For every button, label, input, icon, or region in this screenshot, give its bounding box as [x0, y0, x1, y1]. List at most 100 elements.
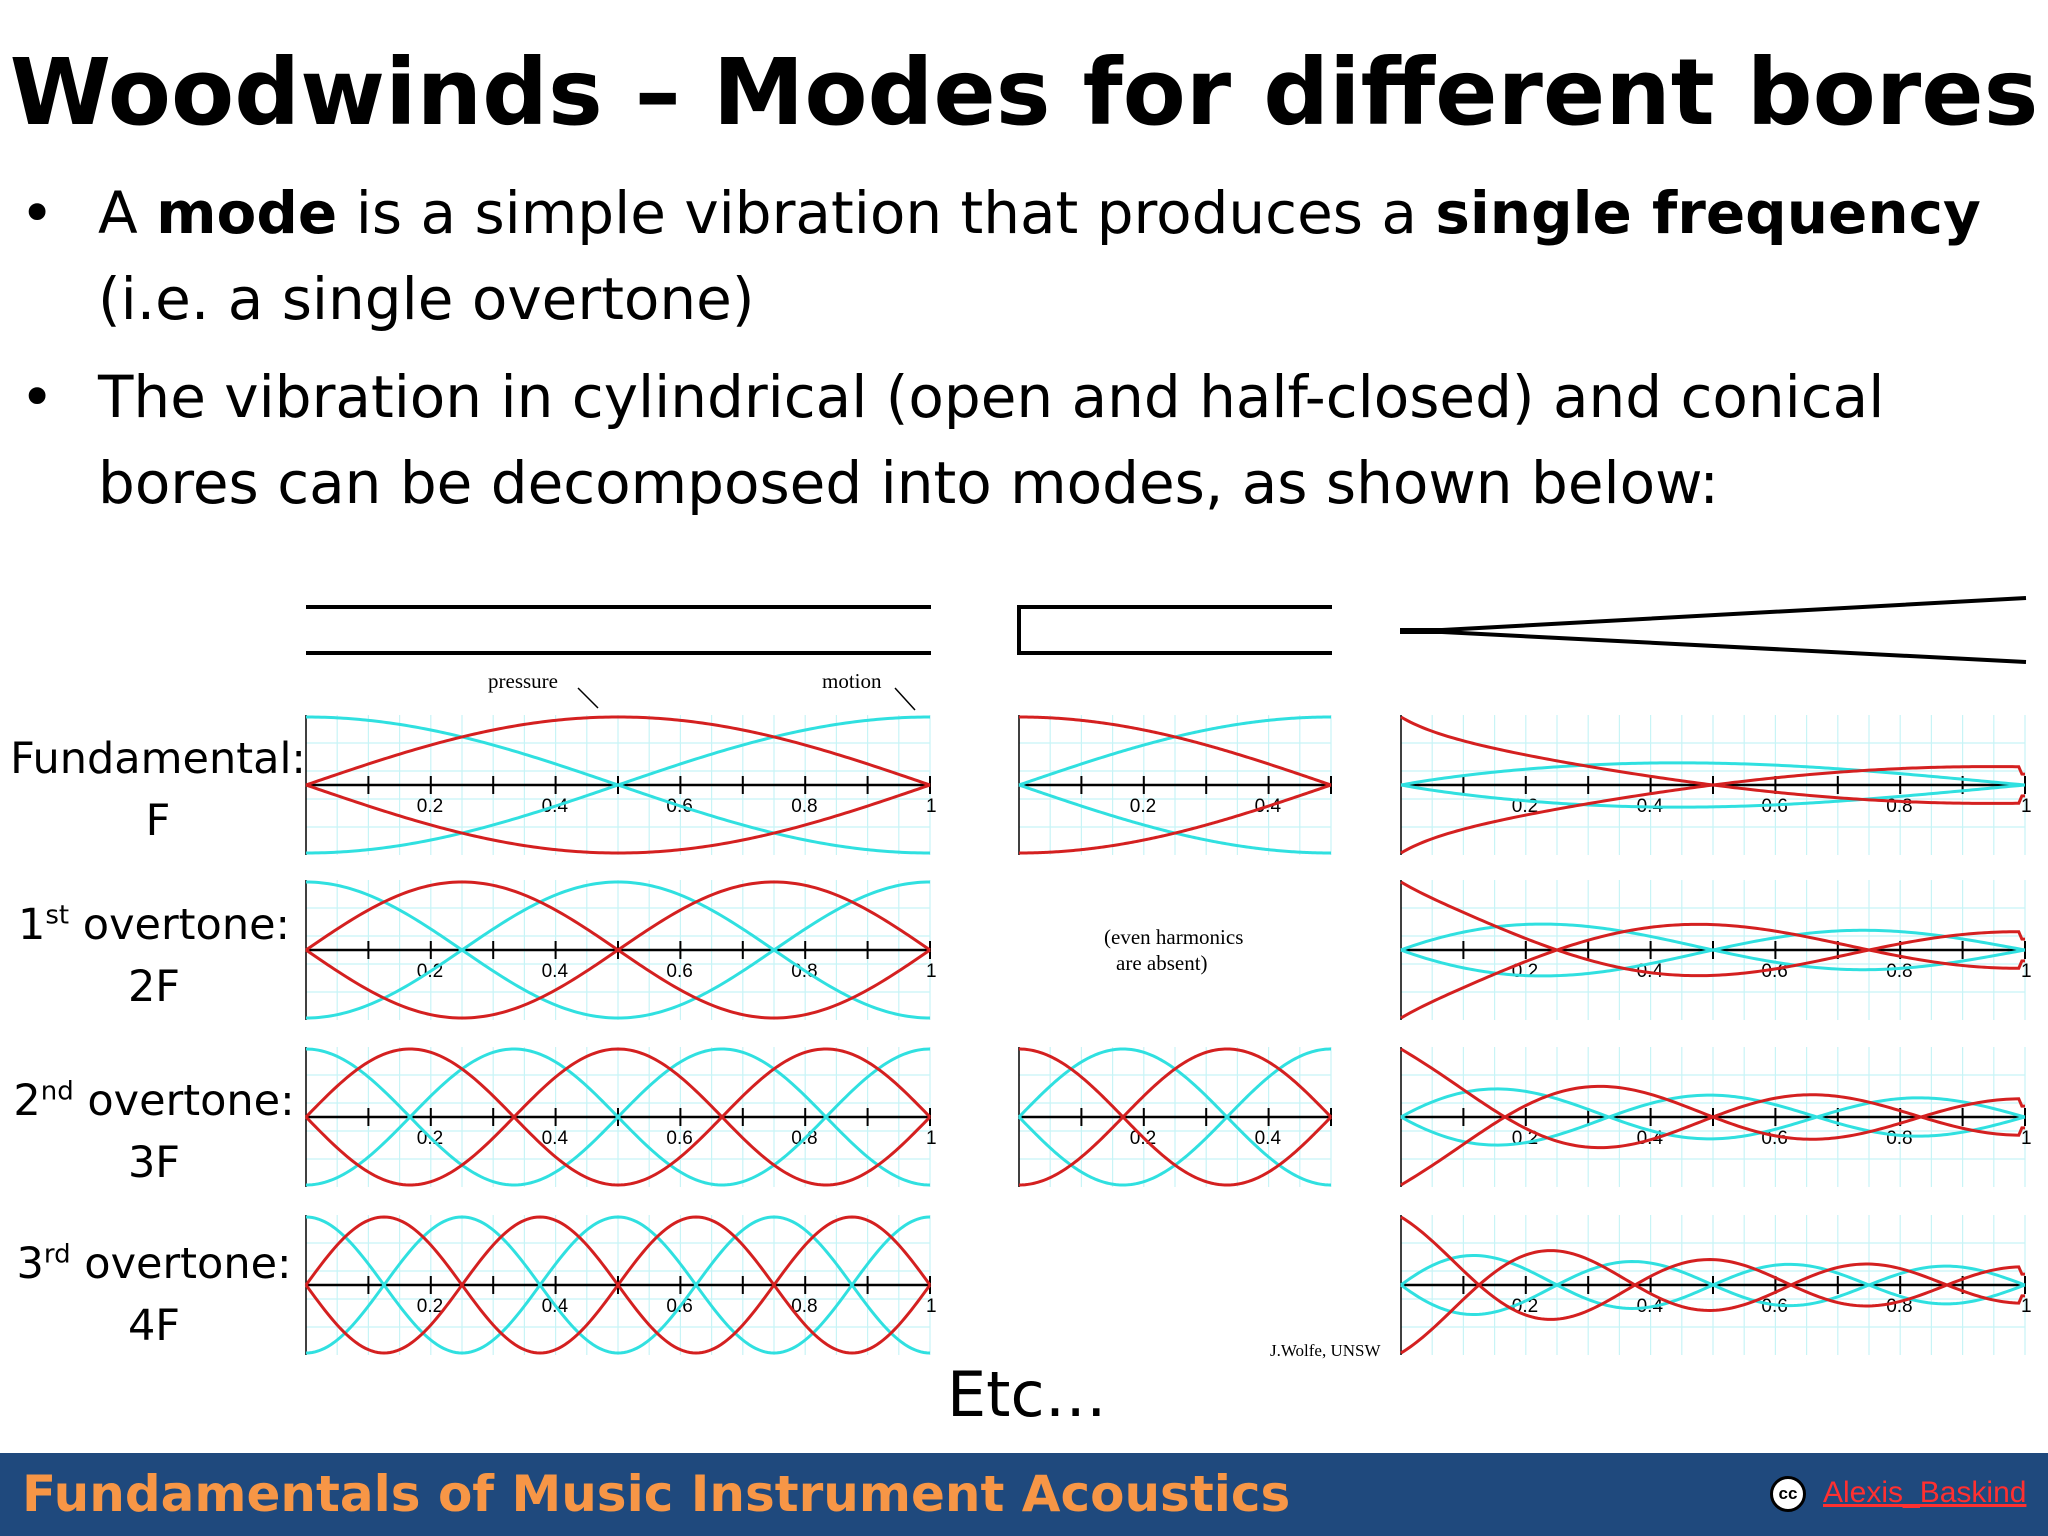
tick-label: 0.6	[1761, 961, 1787, 982]
motion-label: motion	[822, 669, 882, 693]
ordinal-suffix: rd	[43, 1239, 71, 1270]
motion-curve	[1400, 1260, 2026, 1316]
pressure-curve	[1018, 1047, 1333, 1187]
bullet-item: • A mode is a simple vibration that prod…	[20, 170, 2030, 342]
bullet-text: The vibration in cylindrical (open and h…	[98, 363, 1885, 517]
tick-label: 0.8	[791, 1296, 817, 1317]
row-label-frequency: 2F	[127, 962, 181, 1012]
tick-label: 0.6	[1761, 1296, 1787, 1317]
tick-label: 0.4	[542, 1128, 569, 1149]
row-label-rest: overtone:	[73, 1076, 295, 1126]
motion-curve	[1400, 761, 2026, 787]
ordinal-number: 2	[13, 1076, 41, 1126]
even-harmonics-note: (even harmonics	[1104, 925, 1243, 949]
pressure-curve	[304, 1047, 932, 1187]
tick-label: 0.2	[417, 1296, 443, 1317]
bullet-dot: •	[20, 179, 55, 247]
row-label-frequency: 3F	[127, 1138, 181, 1188]
pressure-label: pressure	[488, 669, 558, 693]
motion-curve	[305, 1215, 931, 1355]
row-label-name: 1st overtone:	[4, 894, 304, 956]
tick-label: 0.2	[1130, 796, 1156, 817]
tick-label: 0.6	[666, 961, 692, 982]
motion-curve	[305, 1215, 931, 1355]
row-label-overtone-1: 1st overtone: 2F	[4, 894, 304, 1018]
pressure-pointer	[577, 687, 599, 709]
bullet-text: is a simple vibration that produces a	[337, 179, 1436, 247]
tick-label: 0.6	[1761, 796, 1787, 817]
tick-label: 1	[2021, 1296, 2032, 1317]
bullet-list: • A mode is a simple vibration that prod…	[20, 170, 2030, 538]
motion-curve	[305, 1047, 931, 1187]
footer-bar: Fundamentals of Music Instrument Acousti…	[0, 1453, 2048, 1536]
closed-cylinder-outline	[1017, 605, 1332, 655]
pressure-curve	[1400, 922, 2026, 1020]
pressure-curve	[1400, 1084, 2026, 1187]
author-link[interactable]: Alexis_Baskind	[1823, 1476, 2027, 1509]
pressure-curve	[305, 715, 931, 787]
row-label-rest: overtone:	[70, 1239, 292, 1289]
pressure-curve	[1400, 880, 2026, 978]
tick-label: 0.4	[542, 961, 569, 982]
row-label-frequency: F	[145, 796, 171, 846]
motion-curve	[305, 715, 931, 855]
cone-wall	[1400, 596, 2027, 632]
bullet-dot: •	[20, 363, 55, 431]
tick-label: 0.8	[791, 796, 817, 817]
pressure-curve	[1400, 765, 2026, 855]
row-label-fundamental: Fundamental: F	[8, 728, 308, 852]
tick-label: 0.8	[1886, 796, 1912, 817]
ordinal-suffix: st	[45, 900, 70, 931]
pressure-curve	[1018, 715, 1332, 787]
bullet-text: A	[98, 179, 157, 247]
pressure-curve	[304, 1047, 932, 1187]
creative-commons-icon: cc	[1770, 1476, 1806, 1512]
ordinal-number: 3	[16, 1239, 44, 1289]
bullet-text: (i.e. a single overtone)	[98, 265, 755, 333]
tick-label: 0.6	[666, 1128, 692, 1149]
ordinal-suffix: nd	[40, 1076, 74, 1107]
credit-label: J.Wolfe, UNSW	[1270, 1341, 1381, 1360]
pressure-curve	[1400, 1215, 2026, 1321]
motion-curve	[1400, 1093, 2026, 1147]
tick-label: 1	[2021, 796, 2032, 817]
bullet-bold: mode	[156, 179, 338, 247]
annotations: pressure motion (even harmonics are abse…	[488, 669, 1381, 1360]
row-label-rest: overtone:	[69, 900, 291, 950]
pressure-curve	[305, 783, 931, 855]
tick-label: 1	[926, 1296, 937, 1317]
tick-label: 1	[926, 796, 937, 817]
pressure-curve	[1018, 783, 1332, 855]
tick-label: 0.2	[417, 796, 443, 817]
even-harmonics-note: are absent)	[1116, 951, 1208, 975]
tick-label: 1	[926, 1128, 937, 1149]
motion-curve	[305, 880, 931, 1020]
row-label-overtone-2: 2nd overtone: 3F	[4, 1070, 304, 1194]
bore-shapes	[306, 596, 2027, 664]
pressure-curve	[304, 1215, 932, 1355]
motion-pointer	[894, 687, 916, 711]
pressure-curve	[1018, 1047, 1333, 1187]
bullet-bold: single frequency	[1435, 179, 1981, 247]
row-label-frequency: 4F	[127, 1301, 181, 1351]
pressure-curve	[1400, 1249, 2026, 1355]
footer-title: Fundamentals of Music Instrument Acousti…	[22, 1465, 1291, 1523]
pressure-curve	[305, 880, 931, 1020]
tick-label: 1	[2021, 1128, 2032, 1149]
tick-label: 0.4	[1255, 1128, 1282, 1149]
motion-curve	[1400, 928, 2026, 978]
row-label-name: Fundamental:	[10, 734, 306, 784]
etc-label: Etc…	[947, 1358, 1107, 1431]
